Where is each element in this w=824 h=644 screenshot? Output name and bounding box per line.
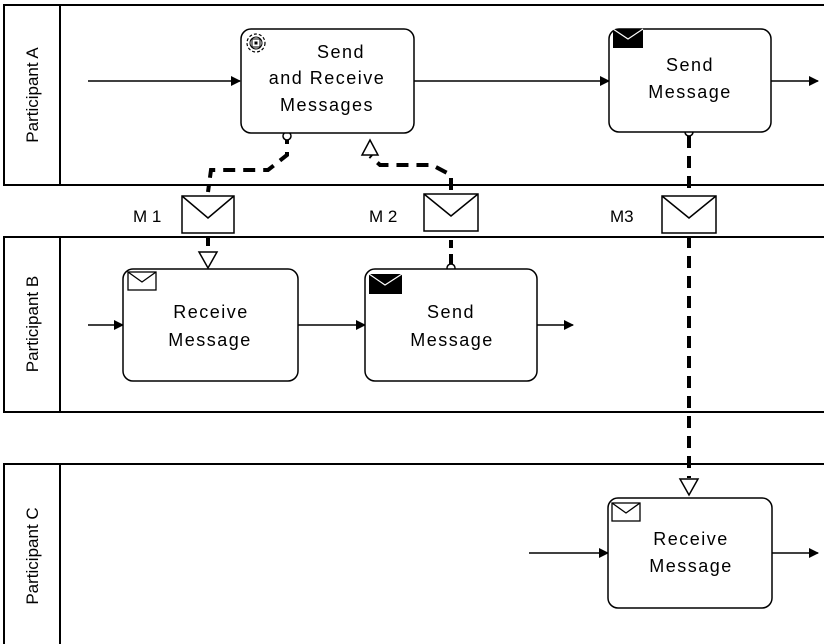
- task-label-line: Send: [317, 42, 365, 62]
- task-label-line: Receive: [653, 529, 729, 549]
- message-label-m2: M 2: [369, 207, 397, 226]
- pool-label-participant-c: Participant C: [23, 507, 42, 604]
- task-label-line: and Receive: [269, 68, 386, 88]
- message-m3: M3: [610, 195, 717, 234]
- envelope-icon: [181, 195, 235, 234]
- message-flow-m1: [197, 131, 292, 270]
- pool-participant-b: Participant B: [3, 236, 824, 413]
- message-label-m1: M 1: [133, 207, 161, 226]
- gear-icon: [246, 33, 266, 53]
- task-label-line: Receive: [173, 302, 249, 322]
- pool-participant-c: Participant C: [3, 463, 824, 644]
- pool-label-participant-b: Participant B: [23, 276, 42, 372]
- task-b-send-message[interactable]: Send Message: [364, 268, 538, 382]
- task-label-line: Messages: [280, 95, 374, 115]
- message-m2: M 2: [369, 193, 479, 232]
- outline-envelope-icon: [127, 271, 157, 291]
- envelope-icon: [661, 195, 717, 234]
- task-c-receive-message[interactable]: Receive Message: [607, 497, 773, 609]
- pool-participant-a: Participant A: [3, 4, 824, 186]
- task-b-receive-message[interactable]: Receive Message: [122, 268, 299, 382]
- message-m1: M 1: [133, 195, 235, 234]
- envelope-icon: [423, 193, 479, 232]
- task-a-send-message[interactable]: Send Message: [608, 28, 772, 133]
- task-label-line: Message: [648, 82, 732, 102]
- task-send-and-receive-messages[interactable]: Send and Receive Messages: [240, 28, 415, 134]
- task-label-line: Message: [649, 556, 733, 576]
- filled-envelope-icon: [612, 28, 644, 48]
- sequence-flows: [88, 76, 819, 558]
- task-label-line: Message: [410, 330, 494, 350]
- message-flow-m2: [360, 138, 456, 273]
- task-label-line: Send: [666, 55, 714, 75]
- task-label-line: Message: [168, 330, 252, 350]
- task-label-line: Send: [427, 302, 475, 322]
- outline-envelope-icon: [611, 502, 641, 522]
- pool-label-participant-a: Participant A: [23, 47, 42, 143]
- filled-envelope-icon: [368, 273, 403, 294]
- message-flow-m3: [678, 127, 700, 497]
- message-label-m3: M3: [610, 207, 634, 226]
